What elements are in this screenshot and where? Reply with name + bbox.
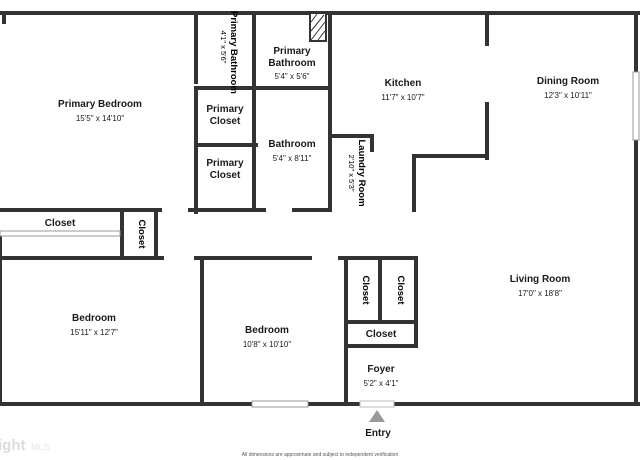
room-primary-closet-2: Primary Closet	[198, 158, 252, 181]
room-name: Bathroom	[268, 139, 316, 150]
room-living-room: Living Room 17'0" x 18'8"	[480, 274, 600, 298]
watermark-text: ight	[0, 437, 26, 454]
chimney-icon	[309, 12, 327, 42]
room-dining-room: Dining Room 12'3" x 10'11"	[510, 76, 626, 100]
room-name: Primary Bathroom	[268, 46, 316, 69]
room-dimensions: 4'1" x 5'6"	[218, 30, 228, 64]
room-dimensions: 5'2" x 4'1"	[363, 378, 399, 388]
room-dimensions: 15'11" x 12'7"	[70, 327, 118, 337]
window-openings	[0, 71, 640, 408]
room-dimensions: 5'4" x 8'11"	[272, 153, 312, 163]
room-name: Primary Bathroom	[228, 11, 239, 94]
room-primary-bedroom: Primary Bedroom 15'5" x 14'10"	[40, 99, 160, 123]
room-bedroom-1: Bedroom 15'11" x 12'7"	[34, 313, 154, 337]
room-primary-bathroom-small: Primary Bathroom 4'1" x 5'6"	[210, 11, 239, 94]
room-name: Primary Closet	[206, 158, 244, 181]
room-name: Primary Bedroom	[58, 99, 142, 110]
room-name: Closet	[136, 219, 147, 249]
room-laundry-room: Laundry Room 2'10" x 5'3"	[338, 138, 367, 208]
room-name: Closet	[395, 275, 406, 305]
room-name: Primary Closet	[206, 104, 244, 127]
room-name: Living Room	[509, 274, 571, 285]
room-kitchen: Kitchen 11'7" x 10'7"	[350, 78, 456, 102]
room-name: Closet	[360, 275, 371, 305]
watermark-logo: ight MLS	[0, 434, 60, 460]
room-closet-a: Closet	[356, 265, 371, 315]
room-dimensions: 2'10" x 5'3"	[346, 154, 356, 192]
room-closet-small: Closet	[132, 209, 147, 259]
room-closet-b: Closet	[391, 265, 406, 315]
room-bathroom: Bathroom 5'4" x 8'11"	[256, 139, 328, 163]
room-foyer: Foyer 5'2" x 4'1"	[350, 364, 412, 388]
room-closet-hall: Closet	[20, 218, 100, 230]
room-dimensions: 12'3" x 10'11"	[544, 90, 592, 100]
room-name: Kitchen	[384, 78, 422, 89]
walls	[0, 11, 640, 406]
watermark-mls: MLS	[31, 442, 50, 452]
room-name: Laundry Room	[356, 139, 367, 207]
room-dimensions: 5'4" x 5'6"	[274, 72, 310, 81]
room-bedroom-2: Bedroom 10'8" x 10'10"	[212, 325, 322, 349]
room-dimensions: 10'8" x 10'10"	[242, 339, 292, 349]
room-name: Foyer	[367, 364, 395, 375]
entry-label: Entry	[365, 428, 391, 439]
room-dimensions: 11'7" x 10'7"	[381, 92, 425, 102]
room-closet-c: Closet	[350, 329, 412, 341]
room-name: Dining Room	[536, 76, 600, 87]
room-name: Bedroom	[245, 325, 289, 336]
room-primary-closet-1: Primary Closet	[198, 104, 252, 127]
disclaimer: All dimensions are approximate and subje…	[241, 452, 399, 458]
entry-arrow-icon	[369, 410, 385, 422]
room-primary-bathroom: Primary Bathroom 5'4" x 5'6"	[256, 46, 328, 81]
room-dimensions: 17'0" x 18'8"	[518, 288, 562, 298]
room-name: Closet	[44, 218, 76, 229]
room-dimensions: 15'5" x 14'10"	[75, 113, 125, 123]
room-name: Closet	[365, 329, 397, 340]
room-name: Bedroom	[72, 313, 116, 324]
